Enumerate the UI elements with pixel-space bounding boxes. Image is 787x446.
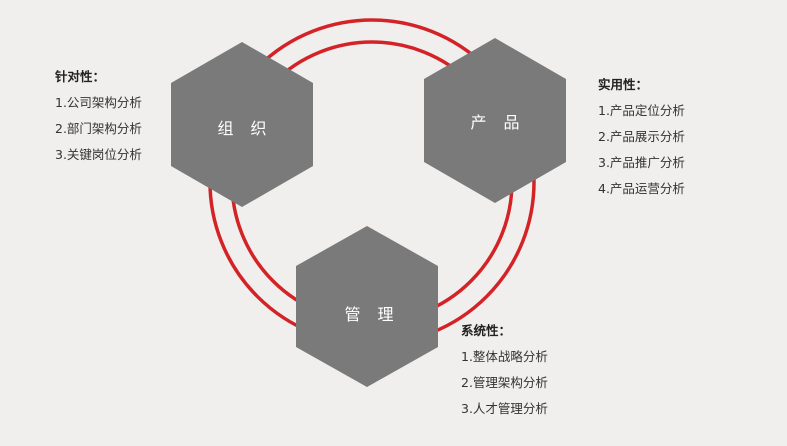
note-product-title: 实用性：: [598, 77, 649, 92]
note-manage-item: 1.整体战略分析: [461, 349, 548, 364]
note-product-item: 4.产品运营分析: [598, 181, 685, 196]
note-manage: 系统性： 1.整体战略分析 2.管理架构分析 3.人才管理分析: [461, 318, 548, 422]
hexagon-manage-label: 管 理: [344, 305, 400, 324]
note-org: 针对性： 1.公司架构分析 2.部门架构分析 3.关键岗位分析: [55, 64, 142, 168]
hexagon-product-label: 产 品: [470, 113, 526, 132]
note-manage-item: 2.管理架构分析: [461, 375, 548, 390]
note-product: 实用性： 1.产品定位分析 2.产品展示分析 3.产品推广分析 4.产品运营分析: [598, 72, 685, 202]
hexagon-product: [424, 38, 566, 203]
note-product-item: 3.产品推广分析: [598, 155, 685, 170]
note-product-item: 2.产品展示分析: [598, 129, 685, 144]
note-product-item: 1.产品定位分析: [598, 103, 685, 118]
note-org-title: 针对性：: [55, 69, 106, 84]
note-org-item: 3.关键岗位分析: [55, 147, 142, 162]
note-org-item: 1.公司架构分析: [55, 95, 142, 110]
hexagon-org-label: 组 织: [217, 119, 273, 138]
note-manage-item: 3.人才管理分析: [461, 401, 548, 416]
hexagon-org-shape: [171, 42, 313, 207]
hexagon-manage-shape: [296, 226, 438, 387]
note-org-item: 2.部门架构分析: [55, 121, 142, 136]
hexagon-org: [171, 42, 313, 207]
note-manage-title: 系统性：: [461, 323, 512, 338]
hexagon-manage: [296, 226, 438, 387]
hexagon-product-shape: [424, 38, 566, 203]
